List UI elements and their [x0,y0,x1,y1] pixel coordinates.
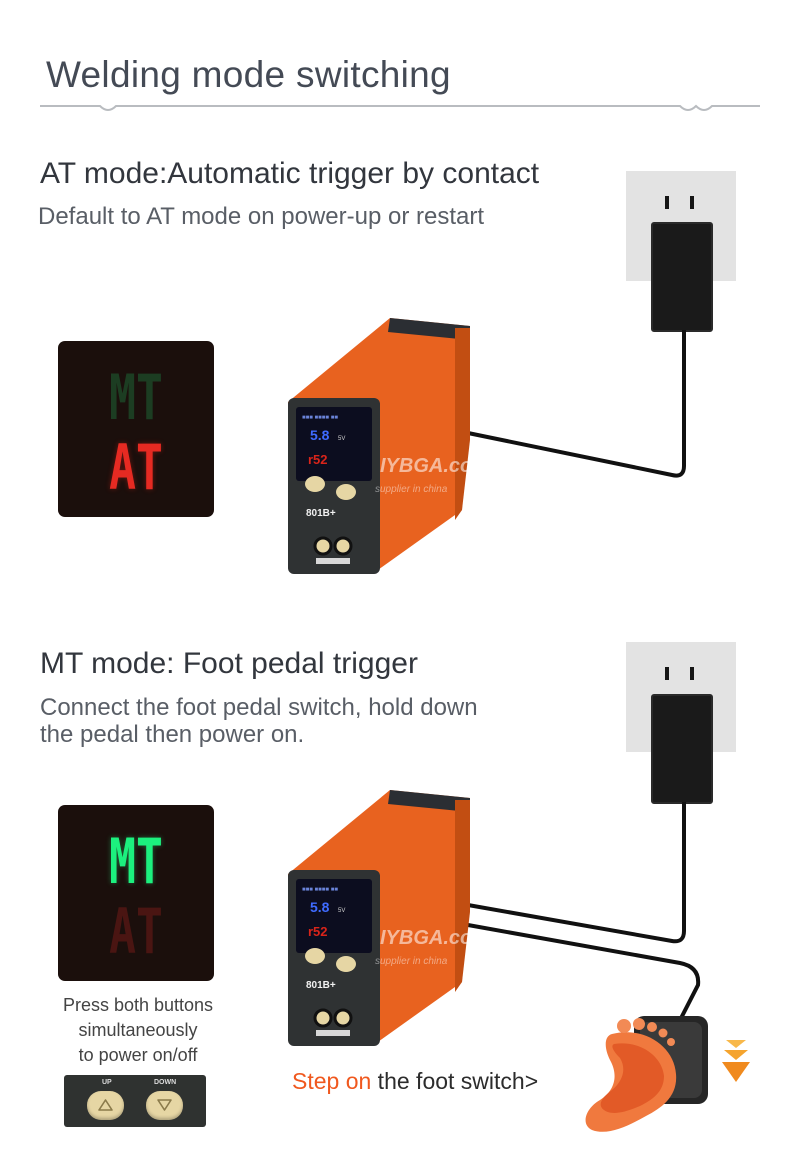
display-unit: 5V [338,436,345,442]
device-model: 801B+ [306,508,336,519]
display-value: 5.8 [310,427,330,443]
display-value: 5.8 [310,899,330,915]
mt-mode-subtitle-line2: the pedal then power on. [40,721,305,748]
at-mode-heading: AT mode:Automatic trigger by contact [40,157,540,190]
indicator-mt-label: MT [109,361,163,434]
svg-text:■■■ ■■■■ ■■: ■■■ ■■■■ ■■ [302,887,338,893]
power-caption-line3: to power on/off [78,1045,198,1065]
footswitch-instruction: Step on the foot switch> [292,1068,538,1095]
foot-icon [585,1018,677,1132]
down-button[interactable] [146,1091,183,1120]
mt-mode-subtitle-line1: Connect the foot pedal switch, hold down [40,694,478,721]
down-arrow-icon [157,1099,172,1111]
down-button-label: DOWN [154,1079,177,1086]
watermark: IYBGA.com [380,455,480,477]
device-model: 801B+ [306,980,336,991]
svg-text:r52: r52 [308,452,328,467]
spot-welder-device: ■■■ ■■■■ ■■ 5.8 5V r52 801B+ IYBGA.com s… [288,318,480,574]
page-title: Welding mode switching [46,54,451,95]
mt-mode-indicator: MT AT [58,805,214,981]
up-button[interactable] [87,1091,124,1120]
indicator-mt-label: MT [109,825,163,898]
svg-text:■■■ ■■■■ ■■: ■■■ ■■■■ ■■ [302,415,338,421]
at-mode-subtitle: Default to AT mode on power-up or restar… [38,203,485,230]
power-adapter-icon [651,694,713,804]
foot-switch [585,1016,708,1132]
watermark-tagline: supplier in china [375,484,448,495]
watermark: IYBGA.com [380,927,480,949]
footswitch-highlight: Step on [292,1068,372,1094]
power-caption-line1: Press both buttons [62,995,214,1015]
button-panel: UP DOWN [64,1075,206,1127]
down-arrow-icon [722,1040,750,1082]
title-divider [40,104,760,111]
display-unit: 5V [338,908,345,914]
up-button-label: UP [102,1079,112,1086]
power-adapter-icon [651,222,713,332]
mt-mode-heading: MT mode: Foot pedal trigger [40,647,418,680]
power-caption-line2: simultaneously [78,1020,198,1040]
svg-text:r52: r52 [308,924,328,939]
at-mode-indicator: MT AT [58,341,214,517]
indicator-at-label: AT [109,431,163,504]
up-arrow-icon [98,1099,113,1111]
indicator-at-label: AT [109,895,163,968]
footswitch-text: the foot switch> [371,1068,539,1094]
watermark-tagline: supplier in china [375,956,448,967]
spot-welder-device: ■■■ ■■■■ ■■ 5.8 5V r52 801B+ IYBGA.com s… [288,790,480,1046]
